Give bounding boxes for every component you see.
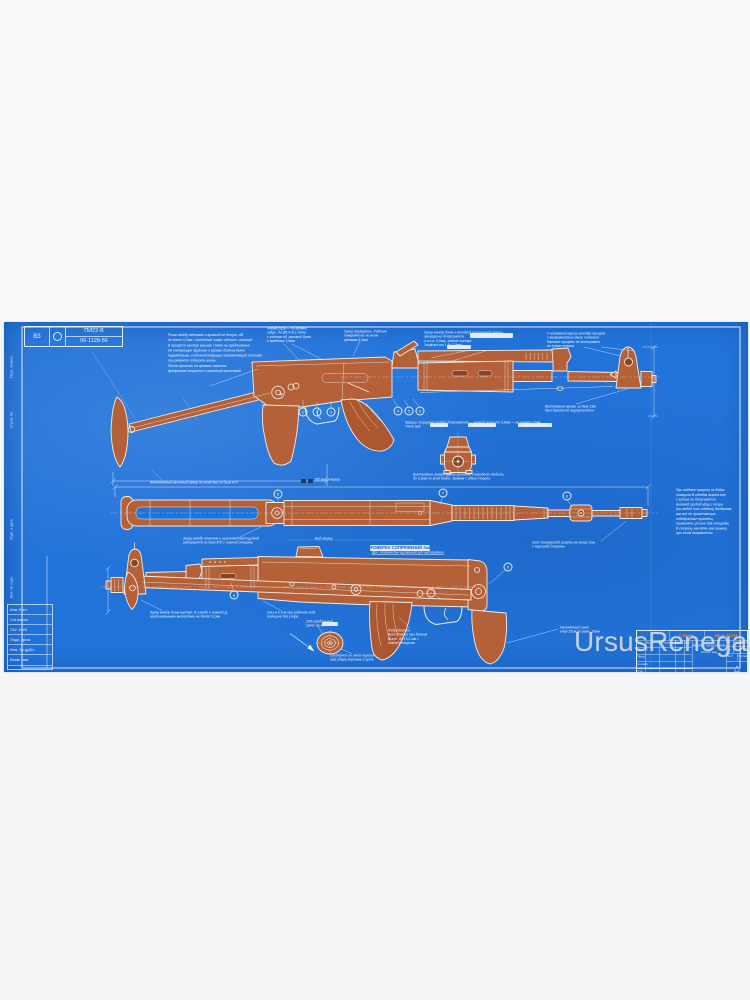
certification-triangle-mark: △ [733, 664, 741, 673]
tb-scale-value: 1:1 [742, 648, 747, 652]
bottom-letterbox [0, 672, 750, 1000]
revision-row: Взам. инв. [8, 655, 52, 666]
revision-row: Согласов. [8, 615, 52, 626]
revision-row: ГАУ 1949 [8, 625, 52, 636]
revision-row: Подп. дата [8, 635, 52, 646]
revision-row: Инв. № дубл. [8, 645, 52, 656]
tb-scale-label: Масштаб [741, 641, 750, 644]
revision-row: Подп. и дата [8, 666, 52, 669]
watermark: UrsusRenegade [574, 626, 750, 657]
top-letterbox [0, 0, 750, 322]
tb-row-utv: Утв. [637, 670, 644, 673]
seal-ring-icon [53, 332, 62, 341]
tb-sheets-label: Листов 1 [738, 655, 750, 658]
corner-stamp-seal [50, 327, 66, 346]
revision-row: Изм Лист [8, 605, 52, 616]
corner-stamp-doc-line2: 06-1128-56 [80, 338, 108, 344]
corner-stamp-code: ВЗ [25, 327, 50, 346]
corner-stamp: ВЗ ПИ22-В 06-1128-56 [24, 326, 123, 347]
blueprint-sheet [4, 322, 748, 672]
tb-row-nkontr: Н.контр. [637, 663, 650, 666]
corner-stamp-doc: ПИ22-В 06-1128-56 [66, 327, 122, 346]
corner-stamp-doc-line1: ПИ22-В [66, 327, 122, 337]
